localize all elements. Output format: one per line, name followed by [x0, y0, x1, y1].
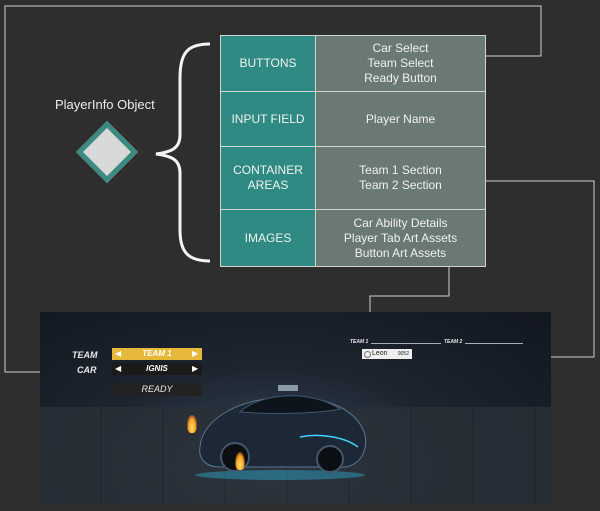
- team-2-divider: [465, 343, 523, 344]
- item-player-name: Player Name: [365, 111, 436, 126]
- car-next-arrow-icon[interactable]: ▶: [192, 364, 199, 373]
- table-row: IMAGES Car Ability Details Player Tab Ar…: [220, 209, 486, 267]
- team-1-tab[interactable]: TEAM 1: [350, 339, 369, 345]
- team-2-tab[interactable]: TEAM 2: [444, 339, 463, 345]
- curly-brace-icon: [155, 42, 211, 263]
- player-avatar-icon: [364, 351, 371, 358]
- game-screenshot: TEAM TEAM 1 ◀ ▶ CAR IGNIS ◀ ▶ READY TEAM…: [40, 312, 551, 505]
- category-input-field: INPUT FIELD: [220, 91, 316, 147]
- item-car-select: Car Select: [372, 41, 429, 55]
- player-tab: Leon 9052: [362, 349, 412, 359]
- team-prev-arrow-icon[interactable]: ◀: [115, 349, 122, 358]
- item-team-1-section: Team 1 Section: [359, 163, 442, 177]
- object-components-table: BUTTONS Car Select Team Select Ready But…: [220, 35, 486, 267]
- table-row: INPUT FIELD Player Name: [220, 91, 486, 147]
- team-next-arrow-icon[interactable]: ▶: [192, 349, 199, 358]
- table-row: CONTAINER AREAS Team 1 Section Team 2 Se…: [220, 146, 486, 210]
- exhaust-flame-icon: [187, 415, 197, 433]
- category-container-areas: CONTAINER AREAS: [220, 146, 316, 210]
- object-title: PlayerInfo Object: [55, 97, 155, 112]
- exhaust-flame-icon: [235, 452, 245, 470]
- item-team-select: Team Select: [367, 56, 434, 70]
- connector-container-to-team-sections: [486, 180, 595, 358]
- value-container-areas: Team 1 Section Team 2 Section: [315, 146, 486, 210]
- category-line: CONTAINER: [233, 163, 303, 177]
- connector-buttons-to-car-select: [4, 5, 542, 373]
- player-name: Leon: [372, 350, 388, 357]
- item-car-ability-details: Car Ability Details: [353, 215, 448, 230]
- category-line: AREAS: [247, 178, 289, 192]
- value-images: Car Ability Details Player Tab Art Asset…: [315, 209, 486, 267]
- car-label: CAR: [77, 365, 97, 375]
- value-buttons: Car Select Team Select Ready Button: [315, 35, 486, 92]
- race-car-illustration: [195, 385, 367, 480]
- item-button-art: Button Art Assets: [354, 245, 447, 260]
- team-label: TEAM: [72, 350, 98, 360]
- table-row: BUTTONS Car Select Team Select Ready But…: [220, 35, 486, 92]
- car-select-button[interactable]: IGNIS: [112, 363, 202, 375]
- category-images: IMAGES: [220, 209, 316, 267]
- ready-button[interactable]: READY: [112, 383, 202, 396]
- value-input-field: Player Name: [315, 91, 486, 147]
- category-buttons: BUTTONS: [220, 35, 316, 92]
- item-player-tab-art: Player Tab Art Assets: [343, 230, 458, 245]
- car-prev-arrow-icon[interactable]: ◀: [115, 364, 122, 373]
- player-stat: 9052: [397, 351, 409, 357]
- item-team-2-section: Team 2 Section: [359, 178, 442, 192]
- team-1-divider: [371, 343, 441, 344]
- item-ready-button: Ready Button: [364, 71, 437, 85]
- team-select-button[interactable]: TEAM 1: [112, 348, 202, 360]
